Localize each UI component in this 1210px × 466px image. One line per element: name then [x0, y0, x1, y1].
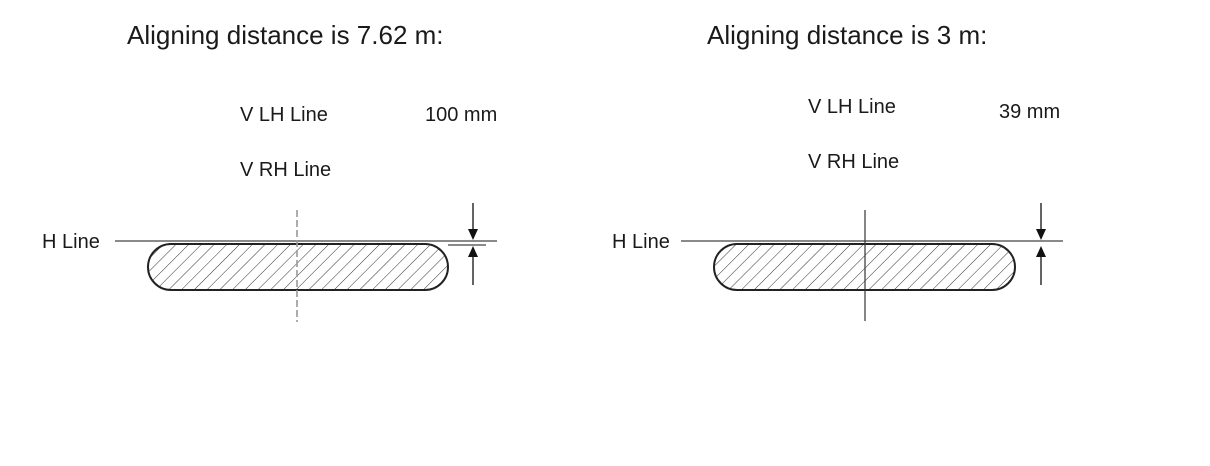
left-panel: Aligning distance is 7.62 m: V LH Line 1…: [42, 20, 497, 322]
right-h-line-label: H Line: [612, 231, 670, 253]
left-panel-title: Aligning distance is 7.62 m:: [127, 20, 444, 50]
right-measurement-label: 39 mm: [999, 101, 1060, 123]
left-v-rh-line-label: V RH Line: [240, 159, 331, 181]
left-v-lh-line-label: V LH Line: [240, 104, 328, 126]
left-offset-dimension: [468, 203, 478, 285]
right-panel: Aligning distance is 3 m: V LH Line 39 m…: [612, 20, 1063, 321]
right-v-lh-line-label: V LH Line: [808, 96, 896, 118]
right-v-rh-line-label: V RH Line: [808, 151, 899, 173]
right-offset-dimension: [1036, 203, 1046, 285]
left-beam-pattern: [147, 243, 449, 291]
left-measurement-label: 100 mm: [425, 104, 497, 126]
right-panel-title: Aligning distance is 3 m:: [707, 20, 987, 50]
left-h-line-label: H Line: [42, 231, 100, 253]
